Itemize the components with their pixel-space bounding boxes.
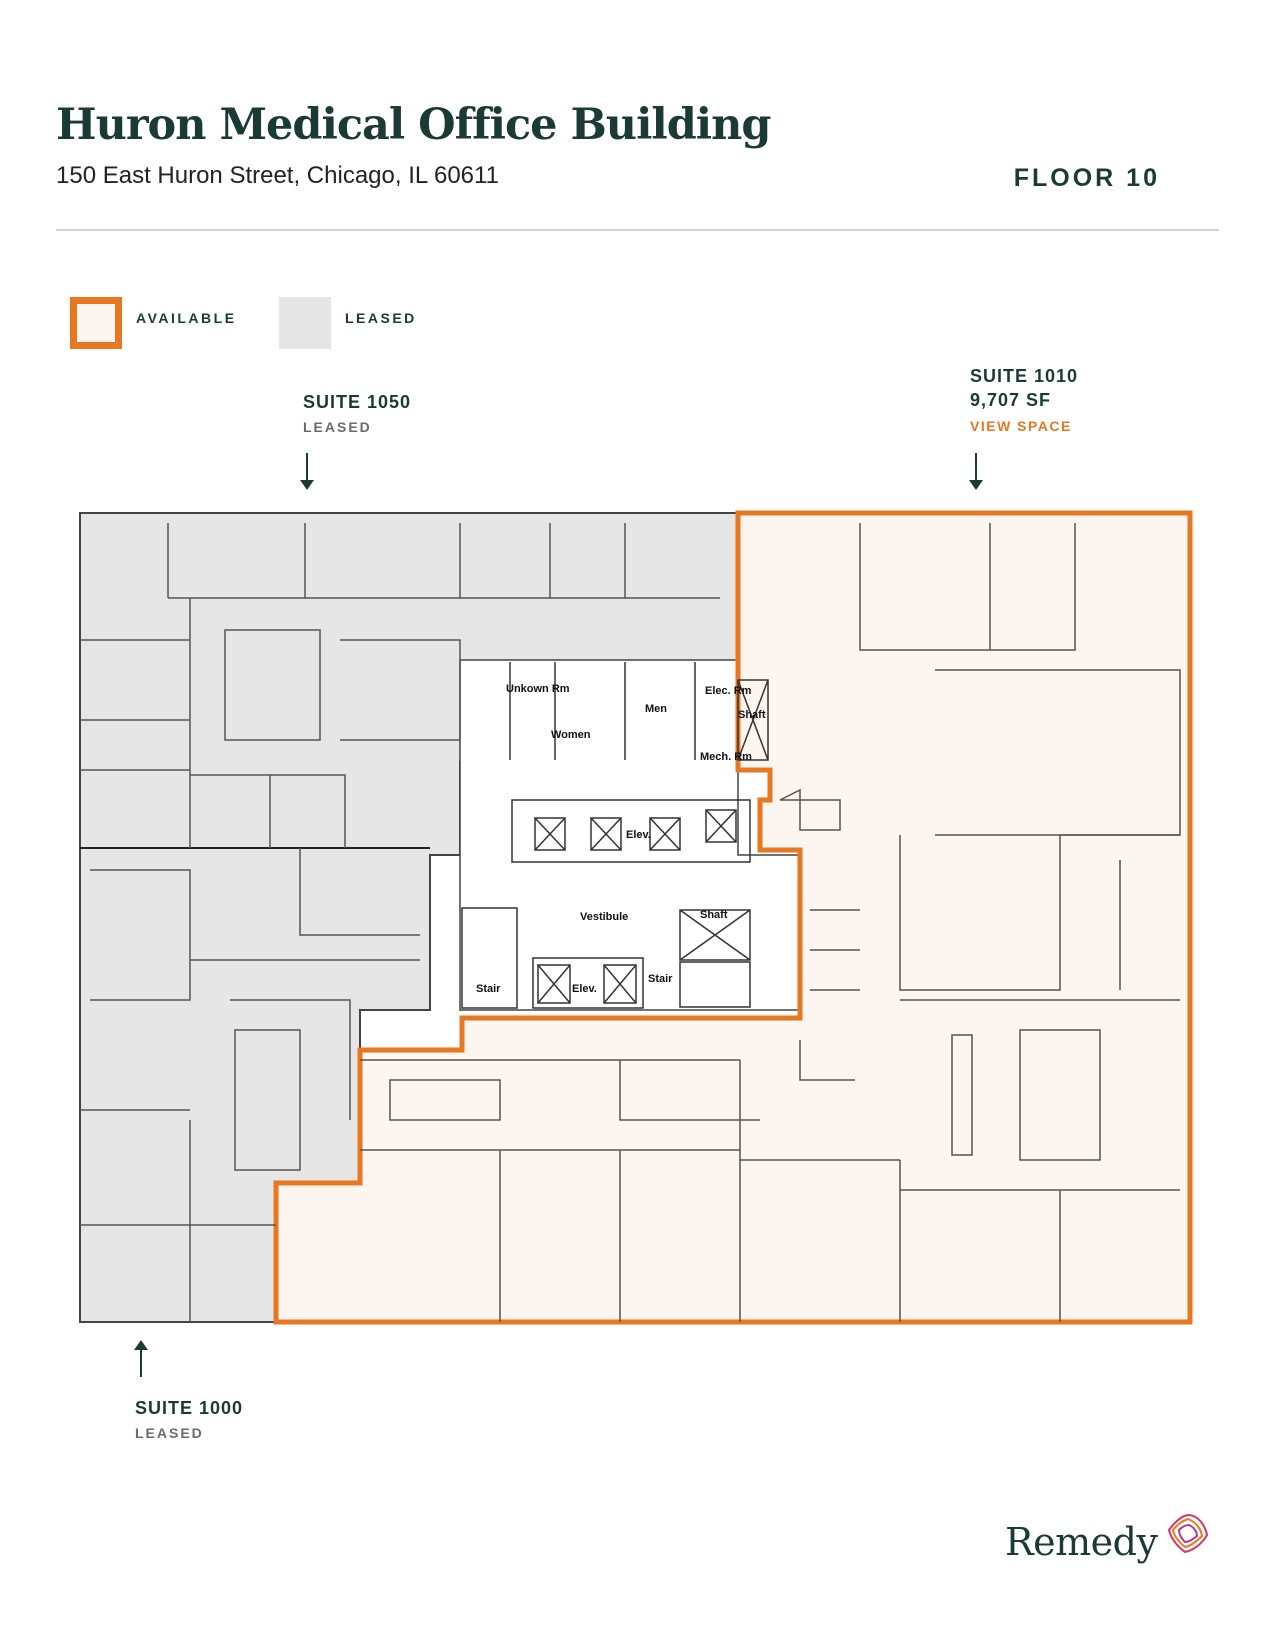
label-elev-upper: Elev. [626,829,651,841]
label-stair-left: Stair [476,983,501,995]
label-mech-rm: Mech. Rm [700,751,752,763]
label-women: Women [551,729,591,741]
remedy-logo-mark-icon [1167,1513,1209,1554]
suite-1010-area-outline[interactable] [273,510,1193,1325]
remedy-logo-text: Remedy [1005,1520,1158,1564]
label-elec-rm: Elec. Rm [705,685,752,697]
label-shaft-upper: Shaft [738,709,766,721]
suite-1000-arrow-icon [134,1340,148,1377]
suite-1010-arrow-icon [969,453,983,490]
legend-available-swatch [70,297,122,349]
suite-1000-name: SUITE 1000 [135,1398,244,1418]
floor-label: FLOOR 10 [1013,164,1160,192]
building-address: 150 East Huron Street, Chicago, IL 60611 [56,162,499,189]
suite-1010-area: 9,707 SF [970,390,1052,410]
legend-leased-label: LEASED [345,310,417,326]
suite-1050-name: SUITE 1050 [303,392,412,412]
header-divider [56,229,1219,231]
label-stair-right: Stair [648,973,673,985]
suite-1010-name: SUITE 1010 [970,366,1079,386]
label-elev-lower: Elev. [572,983,597,995]
label-shaft-lower: Shaft [700,909,728,921]
legend-available-label: AVAILABLE [136,310,237,326]
label-vestibule: Vestibule [580,911,628,923]
page-title: Huron Medical Office Building [56,100,771,150]
label-men: Men [645,703,667,715]
suite-1050-status: LEASED [303,419,372,435]
suite-1010-view-space-link[interactable]: VIEW SPACE [970,418,1072,434]
suite-1050-arrow-icon [300,453,314,490]
label-unknown-rm: Unkown Rm [506,683,570,695]
legend-leased-swatch [279,297,331,349]
suite-1000-status: LEASED [135,1425,204,1441]
